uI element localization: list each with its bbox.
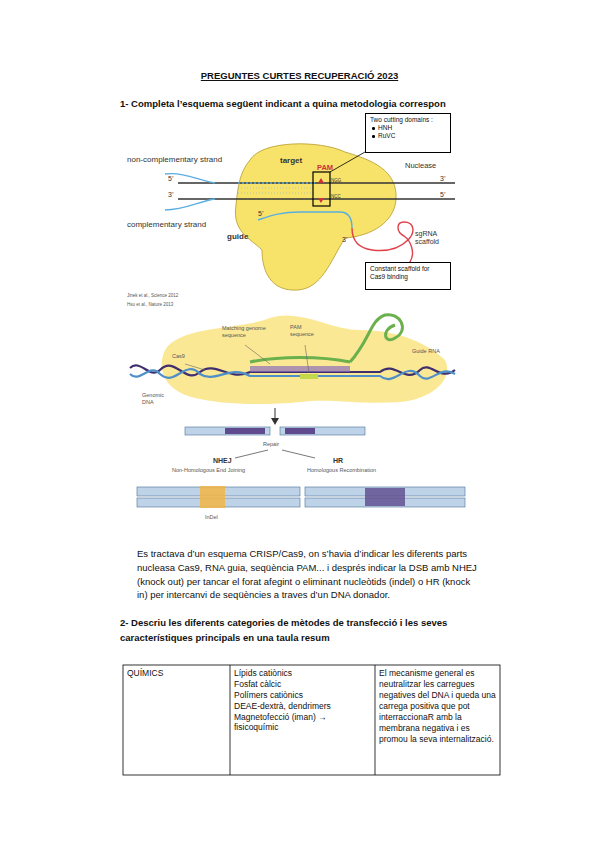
end-label: 5’ — [168, 175, 173, 183]
end-label: 5’ — [258, 210, 263, 218]
citation: Jinek et al., Science 2012 — [127, 293, 247, 298]
bullet-dot — [372, 127, 375, 130]
dna-strand — [178, 182, 455, 183]
part-label: Cas9 — [172, 353, 185, 360]
strand-end — [165, 199, 215, 210]
indel-mark — [200, 486, 225, 508]
strand-label: non-complementary strand — [127, 155, 237, 165]
cas9-blob — [162, 315, 448, 404]
table-rule — [375, 665, 376, 775]
part-label: Nuclease — [405, 161, 436, 170]
guide-rna — [258, 212, 352, 228]
question: 2- Descriu les diferents categories de m… — [120, 615, 520, 645]
part-label: Non-Homologous End Joining — [172, 467, 282, 474]
cut-marks — [318, 178, 324, 203]
box-text: Constant scaffold for Cas9 binding — [370, 265, 446, 281]
donor-insert — [365, 488, 405, 506]
table-cell: El mecanisme general es neutralitzar les… — [379, 668, 497, 745]
table-border — [123, 665, 500, 775]
part-label: PAM sequence — [290, 324, 324, 337]
strand-label: complementary strand — [127, 220, 227, 230]
box-text: Two cutting domains : — [370, 116, 446, 124]
leader-line — [185, 364, 205, 370]
pam-site — [300, 374, 318, 379]
end-label: 3’ — [168, 191, 173, 199]
bullet-dot — [372, 135, 375, 138]
bullet-item: HNH — [370, 124, 446, 132]
part-label: Repair — [263, 441, 279, 448]
cut-dna — [185, 427, 270, 435]
table-cell: QUÍMICS — [127, 668, 227, 678]
part-label: NHEJ — [213, 457, 232, 465]
answer-text: Es tractava d’un esquema CRISP/Cas9, on … — [137, 547, 477, 602]
part-label: InDel — [205, 514, 218, 521]
part-label: sgRNA scaffold — [415, 230, 460, 247]
callout-box: Two cutting domains :HNHRuVC — [365, 113, 451, 153]
question: 1- Completa l’esquema següent indicant a… — [120, 98, 580, 109]
end-label: 3’ — [440, 175, 445, 183]
table-rule — [230, 665, 231, 775]
repair-arrows — [235, 450, 315, 458]
strand-end — [165, 174, 215, 183]
table-cell: Polímers catiònics — [234, 690, 372, 700]
page-title: PREGUNTES CURTES RECUPERACIÓ 2023 — [0, 70, 599, 81]
leader-line — [245, 345, 270, 364]
arrowhead — [271, 418, 279, 425]
guide-rna — [250, 358, 350, 363]
table-cell: Lípids catiònics — [234, 668, 372, 678]
part-label: guide — [227, 232, 248, 242]
cut-dna-region — [285, 428, 315, 434]
table-cell: Magnetofecció (iman) → fisicoquímic — [234, 712, 344, 732]
target-strand — [238, 182, 315, 183]
end-label: 5’ — [440, 191, 445, 199]
end-label: 3’ — [342, 236, 347, 244]
part-label: HR — [333, 457, 343, 465]
callout-box: Constant scaffold for Cas9 binding — [365, 262, 451, 290]
part-label: Guide RNA — [412, 348, 452, 355]
leader-line — [330, 152, 365, 172]
base-pairs — [238, 188, 315, 193]
pam-box — [313, 172, 330, 206]
table-cell: Fosfat càlcic — [234, 679, 372, 689]
cut-dna — [280, 427, 365, 435]
matching-sequence — [250, 366, 350, 372]
table-cell: DEAE-dextrà, dendrimers — [234, 701, 372, 711]
part-label: target — [280, 156, 302, 166]
dna-strand — [178, 198, 455, 199]
part-label: PAM — [317, 163, 333, 172]
sequence-label: NCC — [331, 194, 341, 199]
leader-line — [305, 345, 309, 373]
bullet-item: RuVC — [370, 132, 446, 140]
part-label: Genomic DNA — [142, 392, 176, 405]
guide-rna-loop — [350, 315, 402, 362]
cut-dna-region — [225, 428, 265, 434]
sequence-label: NGG — [331, 178, 341, 183]
citation: Hsu et al., Nature 2013 — [127, 302, 247, 307]
part-label: Matching genome sequence — [222, 325, 266, 338]
part-label: Homologous Recombination — [307, 467, 417, 474]
